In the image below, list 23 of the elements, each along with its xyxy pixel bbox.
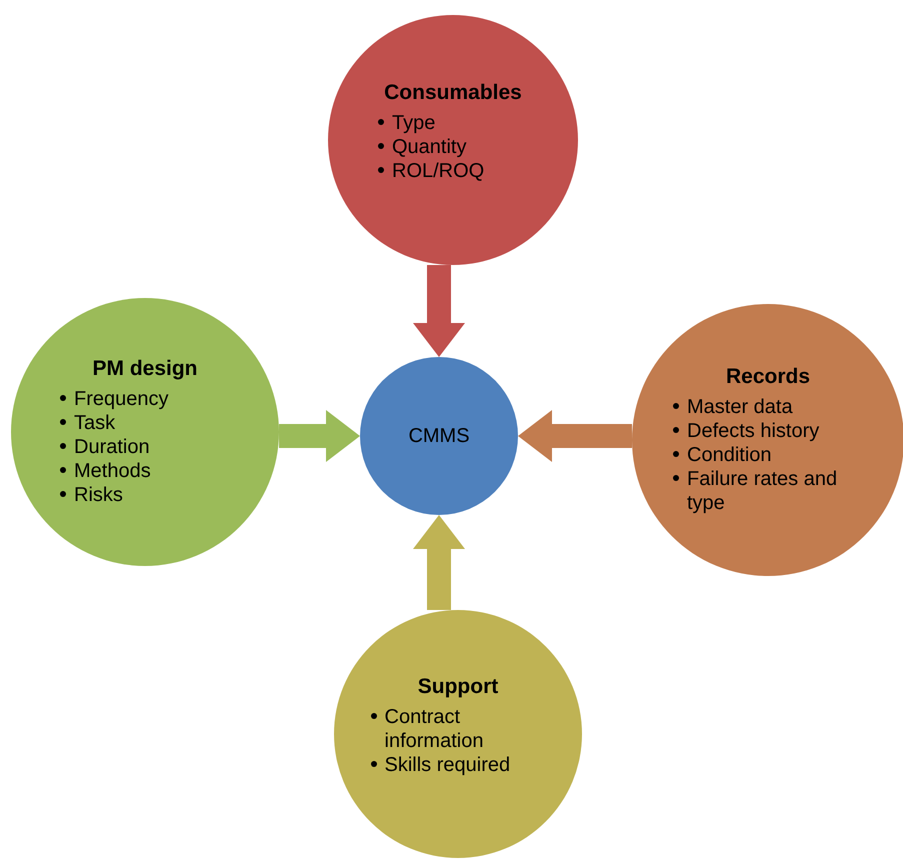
node-label: CMMS [408,424,470,448]
node-heading: PM design [91,357,198,381]
node-heading: Consumables [383,81,523,105]
block-arrow [279,410,360,462]
block-arrow [413,515,465,610]
bullet-text: Master data [687,396,793,418]
bullet-text: Condition [687,444,772,466]
bullet-text: ROL/ROQ [392,160,484,182]
bullet-text: Duration [74,436,150,458]
bullet-text: Type [392,112,436,134]
node-heading: Records [724,365,812,389]
bullet-text: Frequency [74,388,168,410]
block-arrow [518,410,632,462]
node-heading: Support [416,675,500,699]
bullet-text: Defects history [687,420,820,442]
block-arrow [413,265,465,357]
bullet-text: Contract information [384,706,484,752]
bullet-text: Task [74,412,116,434]
bullet-text: Quantity [392,136,466,158]
bullet-text: Failure rates and type [687,468,838,514]
bullet-text: Skills required [384,754,510,776]
bullet-text: Methods [74,460,151,482]
bullet-text: Risks [74,484,123,506]
